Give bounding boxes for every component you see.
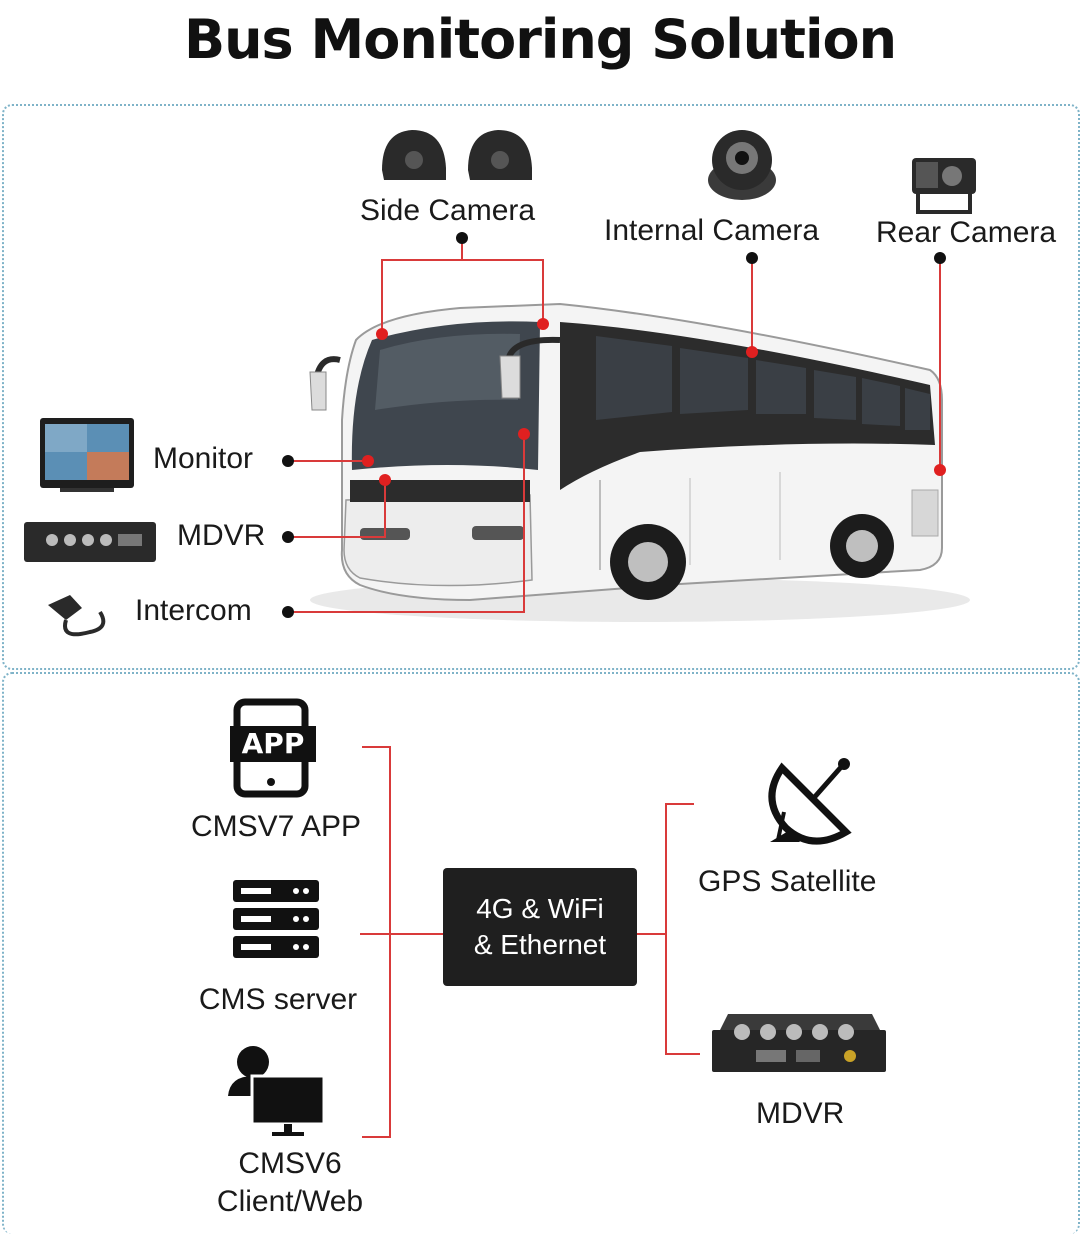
cmsv7-app-label: CMSV7 APP (190, 810, 362, 843)
mdvr-device-icon-network (712, 1014, 886, 1072)
satellite-dish-icon (768, 758, 852, 845)
internal-camera-label: Internal Camera (604, 214, 820, 247)
mdvr-label: MDVR (177, 519, 266, 552)
bus-diagram-panel (2, 104, 1080, 670)
cmsv6-client-label-line2: Client/Web (216, 1185, 364, 1218)
monitor-icon (40, 418, 134, 492)
side-camera-icon (382, 130, 532, 180)
bus-connector-dots (282, 232, 946, 618)
network-hub-box: 4G & WiFi & Ethernet (443, 868, 637, 986)
intercom-label: Intercom (135, 594, 252, 627)
intercom-icon (48, 595, 106, 637)
network-connector-lines (360, 746, 700, 1138)
app-badge-label: APP (241, 727, 305, 760)
gps-satellite-label: GPS Satellite (698, 865, 877, 898)
bus-illustration (309, 302, 970, 622)
monitor-label: Monitor (153, 442, 254, 475)
server-icon (233, 880, 319, 958)
mdvr-device-icon (24, 522, 156, 562)
hub-label-line1: 4G & WiFi (476, 893, 604, 924)
cmsv6-client-label: CMSV6 Client/Web (190, 1145, 390, 1221)
app-phone-icon (230, 698, 316, 798)
client-computer-icon (228, 1046, 326, 1136)
page-title: Bus Monitoring Solution (183, 8, 897, 71)
network-diagram-panel (2, 672, 1080, 1234)
side-camera-label: Side Camera (360, 194, 536, 227)
cms-server-label: CMS server (198, 983, 358, 1016)
mdvr-network-label: MDVR (756, 1097, 845, 1130)
internal-camera-icon (708, 130, 776, 200)
bus-connector-lines (288, 238, 941, 613)
rear-camera-icon (912, 158, 976, 214)
rear-camera-label: Rear Camera (876, 216, 1057, 249)
cmsv6-client-label-line1: CMSV6 (238, 1147, 342, 1180)
hub-label-line2: & Ethernet (473, 929, 607, 960)
